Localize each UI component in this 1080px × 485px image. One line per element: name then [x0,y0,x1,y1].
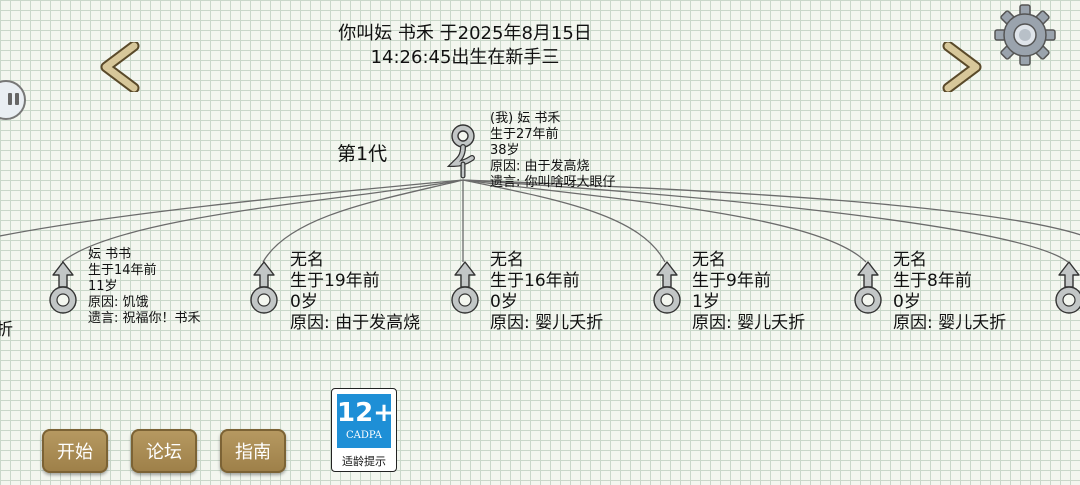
child-info-2: 无名 生于19年前 0岁 原因: 由于发高烧 [290,250,420,334]
child-2-age: 0岁 [290,292,318,312]
guide-button[interactable]: 指南 [220,429,286,473]
child-figure-2[interactable] [247,259,281,321]
age-rating-mark: 12+ CADPA [337,394,395,448]
age-rating-value: 12+ [337,398,395,428]
age-rating-tip: 适龄提示 [342,455,386,468]
self-cause: 原因: 由于发高烧 [490,159,590,174]
male-symbol-icon [653,261,681,314]
male-symbol-icon [1055,261,1080,314]
age-rating-org: CADPA [346,430,382,441]
child-1-name: 妘 书书 [88,247,132,262]
pause-icon [8,93,19,105]
child-figure-6[interactable] [1052,259,1080,321]
birth-info-line-2: 14:26:45出生在新手三 [370,47,560,68]
child-info-3: 无名 生于16年前 0岁 原因: 婴儿夭折 [490,250,603,334]
child-4-birth: 生于9年前 [692,271,771,291]
child-5-name: 无名 [893,250,927,270]
birth-info-header: 你叫妘 书禾 于2025年8月15日 14:26:45出生在新手三 [0,22,930,70]
child-3-birth: 生于16年前 [490,271,580,291]
self-figure[interactable] [446,122,480,184]
self-last-words: 遗言: 你叫啥呀大眼仔 [490,175,616,190]
male-symbol-icon [451,261,479,314]
self-name: (我) 妘 书禾 [490,111,561,126]
child-5-age: 0岁 [893,292,921,312]
child-figure-3[interactable] [448,259,482,321]
child-4-cause: 原因: 婴儿夭折 [692,313,806,333]
child-4-name: 无名 [692,250,726,270]
generation-label: 第1代 [337,143,388,165]
child-info-1: 妘 书书 生于14年前 11岁 原因: 饥饿 遗言: 祝福你！书禾 [88,247,201,327]
child-2-cause: 原因: 由于发高烧 [290,313,421,333]
pause-button[interactable] [0,80,26,120]
age-rating-badge[interactable]: 12+ CADPA 适龄提示 [331,388,397,472]
male-symbol-icon [49,261,77,314]
child-2-birth: 生于19年前 [290,271,380,291]
settings-button[interactable] [994,4,1056,66]
birth-info-line-1: 你叫妘 书禾 于2025年8月15日 [338,23,592,44]
child-1-birth: 生于14年前 [88,263,157,278]
chevron-left-icon [100,40,140,94]
child-4-age: 1岁 [692,292,720,312]
male-symbol-icon [854,261,882,314]
child-2-name: 无名 [290,250,324,270]
previous-arrow-button[interactable] [100,40,142,94]
child-info-5: 无名 生于8年前 0岁 原因: 婴儿夭折 [893,250,1006,334]
self-age: 38岁 [490,143,520,158]
chevron-right-icon [942,40,982,94]
child-5-birth: 生于8年前 [893,271,972,291]
next-arrow-button[interactable] [940,40,982,94]
child-3-age: 0岁 [490,292,518,312]
child-3-cause: 原因: 婴儿夭折 [490,313,604,333]
child-info-4: 无名 生于9年前 1岁 原因: 婴儿夭折 [692,250,805,334]
child-3-name: 无名 [490,250,524,270]
child-figure-4[interactable] [650,259,684,321]
self-birth: 生于27年前 [490,127,559,142]
start-button[interactable]: 开始 [42,429,108,473]
female-symbol-icon [446,124,475,179]
child-figure-5[interactable] [851,259,885,321]
child-figure-1[interactable] [46,259,80,321]
self-info: (我) 妘 书禾 生于27年前 38岁 原因: 由于发高烧 遗言: 你叫啥呀大眼… [490,111,616,191]
forum-button[interactable]: 论坛 [131,429,197,473]
child-1-age: 11岁 [88,279,118,294]
male-symbol-icon [250,261,278,314]
child-1-cause: 原因: 饥饿 [88,295,149,310]
child-5-cause: 原因: 婴儿夭折 [893,313,1007,333]
child-1-last-words: 遗言: 祝福你！书禾 [88,311,201,326]
offscreen-left-text: 折 [0,320,13,340]
gear-icon [994,4,1056,66]
